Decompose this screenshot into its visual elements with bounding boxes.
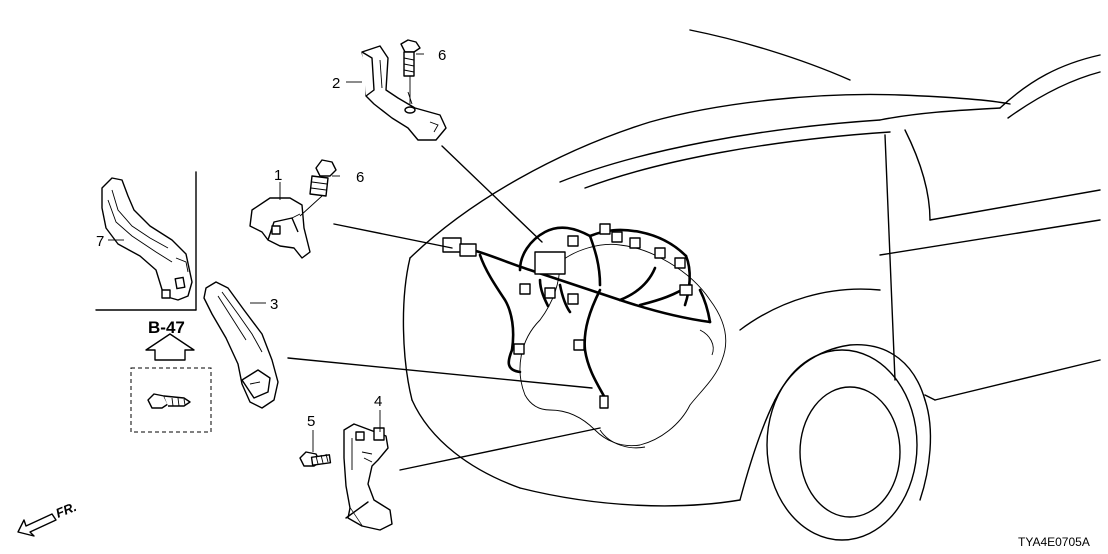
callout-7: 7 bbox=[96, 233, 104, 250]
callout-leaders bbox=[108, 53, 424, 452]
diagram-code: TYA4E0705A bbox=[1018, 535, 1090, 549]
part-7-box bbox=[95, 171, 197, 311]
callout-1: 1 bbox=[274, 167, 282, 184]
callout-6-middle: 6 bbox=[356, 169, 364, 186]
bolt-5 bbox=[299, 451, 332, 467]
callout-5: 5 bbox=[307, 413, 315, 430]
bolt-6-middle bbox=[309, 159, 337, 197]
callout-4: 4 bbox=[374, 393, 382, 410]
wire-harness bbox=[442, 223, 712, 409]
reference-box bbox=[130, 367, 212, 433]
part-3-clip bbox=[203, 281, 279, 409]
car-body-outline bbox=[402, 29, 1101, 541]
reference-arrow bbox=[145, 333, 195, 361]
callout-6-top: 6 bbox=[438, 47, 446, 64]
part-1-clip bbox=[249, 197, 311, 259]
engine-block bbox=[519, 243, 727, 449]
reference-label: B-47 bbox=[148, 318, 185, 337]
front-direction-label: FR. bbox=[54, 499, 79, 521]
callout-3: 3 bbox=[270, 296, 278, 313]
part-4-bracket bbox=[343, 423, 393, 531]
leader-lines bbox=[287, 145, 601, 471]
front-direction-arrow bbox=[17, 513, 57, 537]
part-7-bracket bbox=[101, 177, 193, 301]
bolt-6-top bbox=[400, 39, 421, 77]
part-2-bracket bbox=[361, 45, 447, 141]
callout-2: 2 bbox=[332, 75, 340, 92]
